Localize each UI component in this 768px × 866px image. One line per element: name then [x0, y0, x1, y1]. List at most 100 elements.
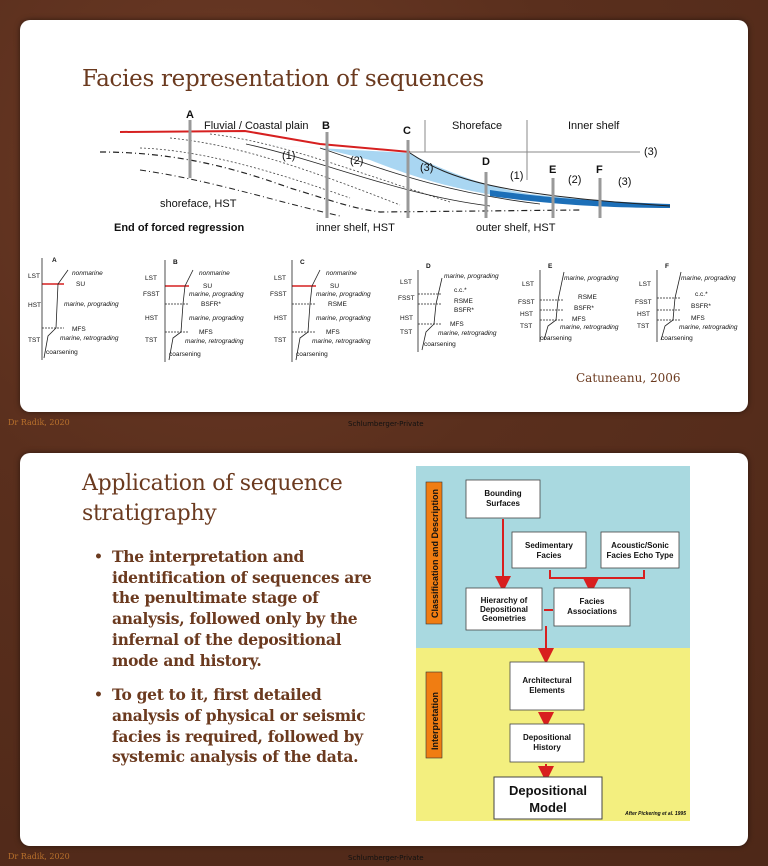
slide-2: Application of sequence stratigraphy • Th…	[20, 453, 748, 846]
log-e-coarsening: coarsening	[540, 335, 572, 342]
log-e-hst: HST	[520, 311, 533, 318]
log-c-tst: TST	[274, 337, 286, 344]
label-shoreface-hst: shoreface, HST	[160, 198, 237, 210]
label-n1-right: (1)	[510, 170, 523, 182]
log-a-letter: A	[52, 257, 57, 264]
box-hier-l1: Hierarchy of	[481, 596, 528, 605]
log-b-lst: LST	[145, 275, 157, 282]
arrow-acoustic-split	[583, 570, 645, 594]
log-b-hst: HST	[145, 315, 158, 322]
log-b-marine-prog: marine, prograding	[189, 291, 244, 298]
citation: Catuneanu, 2006	[576, 371, 681, 385]
box-assoc-l1: Facies	[580, 597, 605, 606]
log-f-bsfr: BSFR*	[691, 303, 711, 310]
log-b-marine-retro: marine, retrograding	[185, 338, 244, 345]
log-a-lst: LST	[28, 273, 40, 280]
log-f-marine-retro: marine, retrograding	[679, 324, 738, 331]
log-d-cc: c.c.*	[454, 287, 467, 294]
well-label-b: B	[322, 120, 330, 132]
log-a-hst: HST	[28, 302, 41, 309]
log-f-letter: F	[665, 263, 669, 270]
log-d-fsst: FSST	[398, 295, 415, 302]
clinoform-4	[245, 143, 491, 207]
facies-logs: A LST HST TST nonmarine SU marine, progr…	[28, 257, 738, 362]
box-model-l1: Depositional	[509, 783, 587, 798]
box-history-l1: Depositional	[523, 733, 571, 742]
log-f-fsst: FSST	[635, 299, 652, 306]
log-c-coarsening: coarsening	[296, 351, 328, 358]
log-a-tst: TST	[28, 337, 40, 344]
label-n1-left: (1)	[282, 150, 295, 162]
box-architectural-elements: Architectural Elements	[509, 661, 585, 711]
box-hierarchy: Hierarchy of Depositional Geometries	[465, 587, 543, 631]
label-inner-shelf: Inner shelf	[568, 120, 620, 132]
bullet-dot: •	[94, 687, 103, 704]
box-model-l2: Model	[529, 800, 567, 815]
log-c-marine-prog2: marine, prograding	[316, 315, 371, 322]
log-c-nonmarine: nonmarine	[326, 270, 357, 277]
log-c-marine-prog: marine, prograding	[316, 291, 371, 298]
log-e-tst: TST	[520, 323, 532, 330]
footer-classification-1: Schlumberger-Private	[348, 420, 424, 428]
log-e-fsst: FSST	[518, 299, 535, 306]
log-f-coarsening: coarsening	[661, 335, 693, 342]
log-f-lst: LST	[639, 281, 651, 288]
log-c-letter: C	[300, 259, 305, 266]
box-sed-l2: Facies	[537, 551, 562, 560]
footer-classification-2: Schlumberger-Private	[348, 854, 424, 862]
box-depositional-history: Depositional History	[509, 723, 585, 763]
log-b-tst: TST	[145, 337, 157, 344]
log-e: E LST FSST HST TST marine, prograding RS…	[518, 263, 619, 342]
base-dashdot	[99, 151, 581, 213]
log-a-su: SU	[76, 281, 85, 288]
log-a-marine-prog: marine, prograding	[64, 301, 119, 308]
bullet-item: •The interpretation and identification o…	[88, 547, 388, 671]
log-d-marine-retro: marine, retrograding	[438, 330, 497, 337]
log-e-rsme: RSME	[578, 294, 597, 301]
label-n2-left: (2)	[350, 155, 363, 167]
log-c-fsst: FSST	[270, 291, 287, 298]
flowchart: Classification and Description Interpret…	[416, 466, 690, 821]
slide-2-title: Application of sequence stratigraphy	[82, 471, 343, 526]
bullet-text-2: To get to it, first detailed analysis of…	[112, 685, 366, 767]
label-end-forced: End of forced regression	[114, 222, 244, 234]
label-n3-far: (3)	[618, 176, 631, 188]
bullet-text-1: The interpretation and identification of…	[112, 547, 372, 670]
log-c-rsme: RSME	[328, 301, 347, 308]
cross-section-diagram: A B C D E F Fluvial / Coastal plain Shor…	[99, 109, 671, 234]
log-a-marine-retro: marine, retrograding	[60, 335, 119, 342]
log-d: D LST FSST HST TST marine, prograding c.…	[398, 263, 499, 352]
log-f-tst: TST	[637, 323, 649, 330]
log-b-letter: B	[173, 259, 178, 266]
side-label-bottom-box	[425, 671, 443, 759]
box-hier-l3: Geometries	[482, 614, 527, 623]
log-d-hst: HST	[400, 315, 413, 322]
box-bounding-surfaces: Bounding Surfaces	[465, 479, 541, 519]
box-assoc-l2: Associations	[567, 607, 617, 616]
log-a-curve	[43, 269, 69, 359]
footer-author-1: Dr Radik, 2020	[8, 418, 70, 427]
log-a-mfs: MFS	[72, 326, 86, 333]
log-e-marine-prog: marine, prograding	[564, 275, 619, 282]
label-n2-right: (2)	[568, 174, 581, 186]
log-d-lst: LST	[400, 279, 412, 286]
log-b-bsfr: BSFR*	[201, 301, 221, 308]
log-a-coarsening: coarsening	[46, 349, 78, 356]
arrow-sed-split	[549, 570, 591, 579]
label-fluvial: Fluvial / Coastal plain	[204, 120, 309, 132]
side-label-bottom: Interpretation	[430, 692, 440, 750]
log-a: A LST HST TST nonmarine SU marine, progr…	[28, 257, 119, 360]
log-d-marine-prog: marine, prograding	[444, 273, 499, 280]
well-label-a: A	[186, 109, 194, 121]
log-e-lst: LST	[522, 281, 534, 288]
log-b-fsst: FSST	[143, 291, 160, 298]
clinoform-2	[169, 137, 401, 206]
subaerial-surface	[119, 129, 411, 153]
log-b: B LST FSST HST TST nonmarine SU marine, …	[143, 259, 244, 362]
clinoform-6	[409, 152, 671, 207]
side-label-top: Classification and Description	[430, 489, 440, 618]
log-f-cc: c.c.*	[695, 291, 708, 298]
well-label-e: E	[549, 164, 556, 176]
bullet-list: • The interpretation and identification o…	[88, 547, 388, 782]
log-e-curve	[543, 271, 565, 341]
